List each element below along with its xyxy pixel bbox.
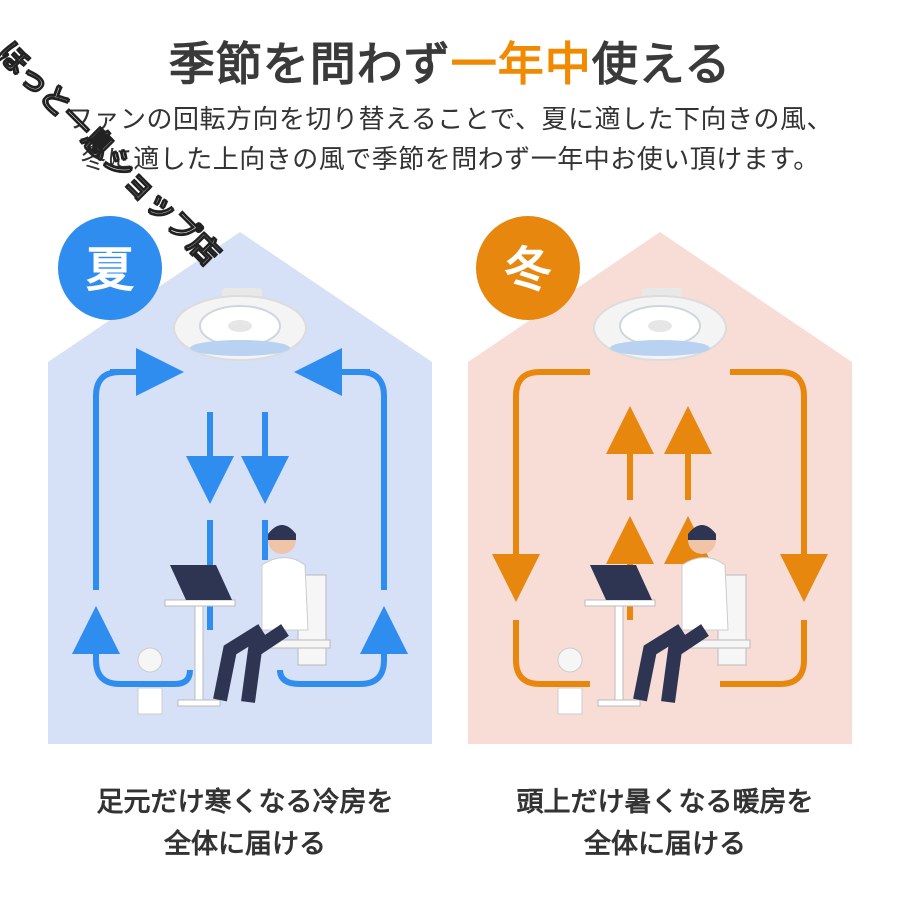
winter-house xyxy=(468,232,852,744)
winter-badge-label: 冬 xyxy=(504,242,552,298)
description: ファンの回転方向を切り替えることで、夏に適した下向きの風、 冬に適した上向きの風… xyxy=(0,100,900,180)
winter-caption-line-2: 全体に届ける xyxy=(584,829,746,860)
winter-caption-line-1: 頭上だけ暑くなる暖房を xyxy=(516,787,814,818)
winter-fan-icon xyxy=(593,288,727,361)
winter-person-illustration xyxy=(557,525,751,715)
summer-badge: 夏 xyxy=(58,216,162,320)
winter-badge: 冬 xyxy=(476,216,580,320)
summer-person-illustration xyxy=(137,525,331,715)
description-line-2: 冬に適した上向きの風で季節を問わず一年中お使い頂けます。 xyxy=(80,145,820,175)
summer-caption: 足元だけ寒くなる冷房を 全体に届ける xyxy=(45,782,445,866)
title-accent: 一年中 xyxy=(450,37,592,91)
summer-caption-line-1: 足元だけ寒くなる冷房を xyxy=(96,787,394,818)
description-line-1: ファンの回転方向を切り替えることで、夏に適した下向きの風、 xyxy=(67,105,833,135)
summer-fan-icon xyxy=(173,288,307,361)
page-title: 季節を問わず一年中使える xyxy=(168,37,732,91)
summer-badge-label: 夏 xyxy=(86,242,135,298)
winter-caption: 頭上だけ暑くなる暖房を 全体に届ける xyxy=(465,782,865,866)
summer-caption-line-2: 全体に届ける xyxy=(164,829,326,860)
